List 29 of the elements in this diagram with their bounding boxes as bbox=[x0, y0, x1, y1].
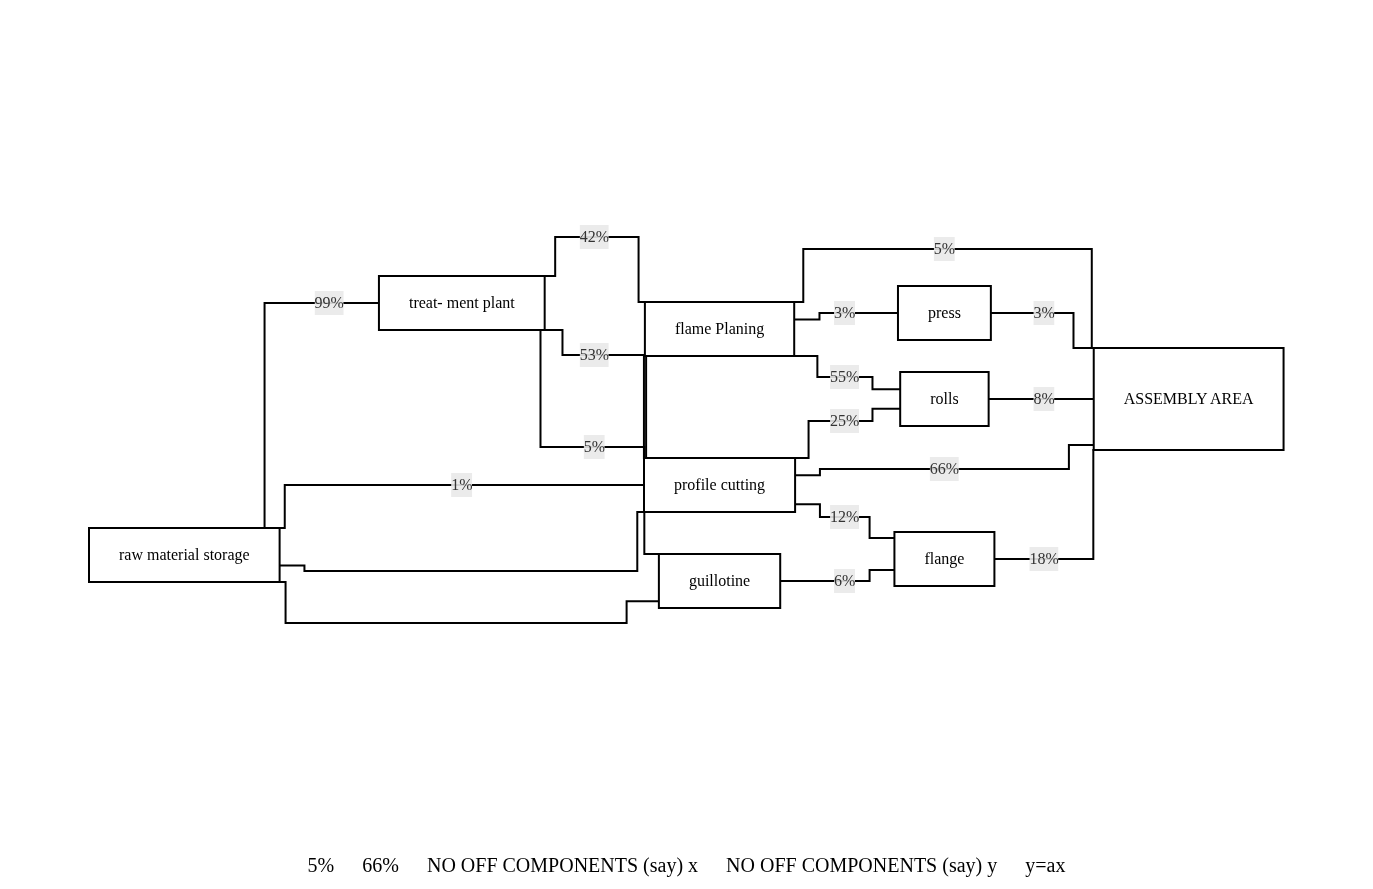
node-box: flange bbox=[893, 531, 996, 587]
node-box: ASSEMBLY AREA bbox=[1092, 347, 1285, 451]
edge-label: 5% bbox=[933, 240, 956, 257]
edge-label: 3% bbox=[1033, 304, 1055, 321]
edge-label: 8% bbox=[1033, 390, 1055, 407]
note-text: y=ax bbox=[1025, 854, 1066, 877]
edge-label: 6% bbox=[834, 572, 856, 589]
node-box: profile cutting bbox=[643, 457, 797, 513]
node-box: raw material storage bbox=[88, 527, 281, 583]
edge-label: 53% bbox=[579, 346, 610, 363]
edge-label: 12% bbox=[830, 508, 860, 525]
edge-label: 3% bbox=[834, 304, 856, 321]
note-text: 66% bbox=[362, 854, 399, 877]
edge-label: 1% bbox=[451, 476, 473, 493]
node-box: treat- ment plant bbox=[378, 275, 546, 331]
node-box: rolls bbox=[899, 371, 990, 427]
edge-label: 25% bbox=[830, 412, 860, 429]
edge-label: 5% bbox=[583, 438, 606, 455]
note-text: 5% bbox=[307, 854, 335, 877]
node-box: press bbox=[897, 285, 993, 341]
note-text: NO OFF COMPONENTS (say) x bbox=[426, 854, 699, 877]
edge-label: 18% bbox=[1029, 550, 1059, 567]
node-box: flame Planing bbox=[644, 301, 796, 357]
edge-label: 42% bbox=[579, 228, 610, 245]
edge-label: 55% bbox=[830, 368, 860, 385]
note-text: NO OFF COMPONENTS (say) y bbox=[726, 854, 998, 877]
edge-label: 99% bbox=[314, 294, 345, 311]
node-box: guillotine bbox=[658, 553, 782, 609]
edge-label: 66% bbox=[929, 460, 960, 477]
